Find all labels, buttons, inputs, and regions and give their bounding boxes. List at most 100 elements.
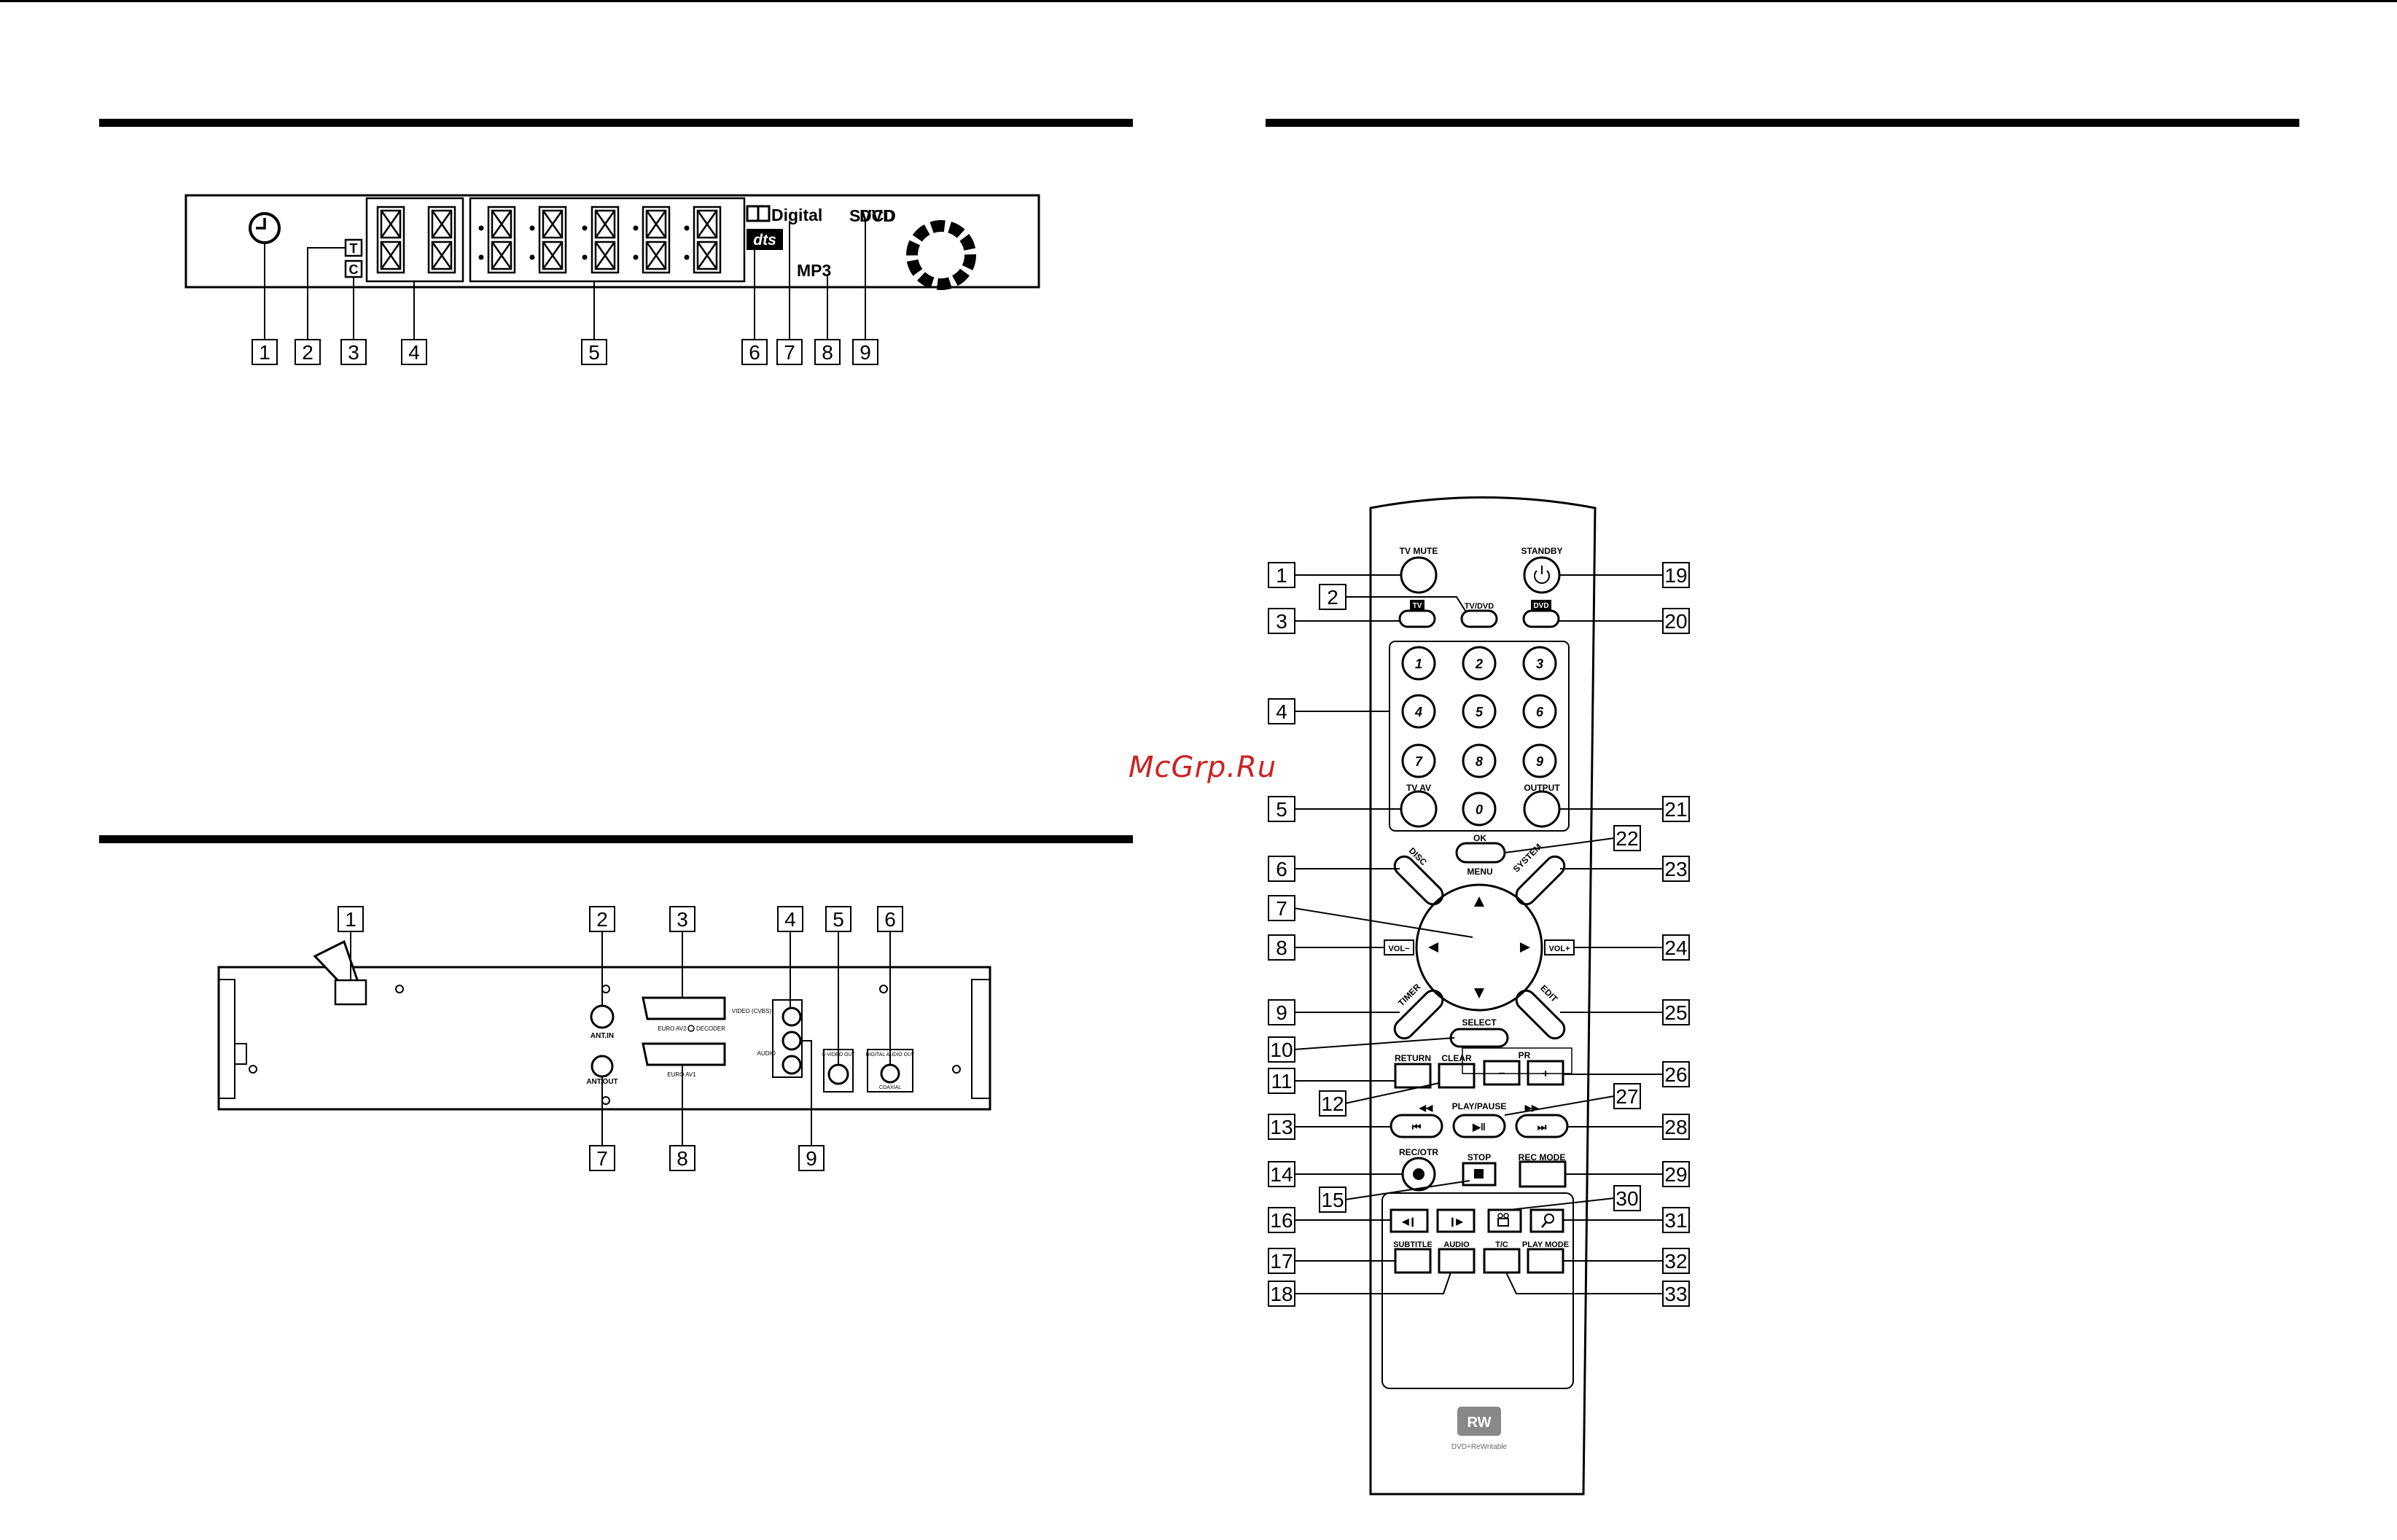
rear-callout-1-number: 1 [345,908,356,931]
stop-button[interactable] [1462,1162,1497,1187]
digit-0-button[interactable] [1462,792,1497,826]
rw-logo-badge [1457,1407,1501,1436]
rear-callout-2-number: 2 [596,908,608,931]
pr-plus-button[interactable] [1527,1060,1564,1086]
video-cvbs-label: VIDEO (CVBS) [732,1008,772,1015]
dvd-mode-button[interactable] [1522,609,1560,628]
slow-back-icon: ◀❙ [1401,1216,1416,1227]
remote-callout-1: 1 [1268,562,1295,588]
rec-mode-label: REC MODE [1519,1152,1566,1162]
coaxial-label: COAXIAL [879,1085,901,1090]
play-mode-label: PLAY MODE [1522,1240,1569,1249]
colon-dot [478,254,484,260]
angle-button[interactable] [1487,1208,1522,1233]
timer-label: TIMER [1396,982,1423,1009]
arrow-left-icon[interactable] [1428,942,1438,953]
pr-minus-label: − [1498,1068,1505,1080]
digit-9-button[interactable] [1522,743,1557,778]
display-callout-4-number: 4 [408,341,420,364]
remote-callout-33-number: 33 [1664,1283,1687,1305]
clear-button[interactable] [1438,1063,1476,1089]
digit-3-button[interactable] [1522,646,1557,681]
ok-menu-button[interactable] [1455,842,1506,864]
tv-mode-button[interactable] [1398,609,1436,628]
digit-8-button[interactable] [1462,743,1497,778]
play-mode-button[interactable] [1527,1248,1564,1274]
disc-label: DISC [1407,845,1429,867]
timer-button[interactable] [1391,987,1446,1042]
rear-callout-5-number: 5 [833,908,844,931]
remote-callout-25-number: 25 [1664,1001,1687,1024]
pr-minus-button[interactable] [1483,1060,1521,1086]
skip-forward-icon: ⏭ [1537,1121,1547,1133]
display-callout-9: 9 [852,339,878,365]
digit-6-label: 6 [1536,705,1544,719]
slow-forward-button[interactable] [1436,1208,1476,1233]
select-button[interactable] [1449,1028,1509,1048]
dolby-digital-icon [746,205,771,222]
play-pause-button[interactable] [1452,1114,1506,1138]
remote-callout-29: 29 [1662,1161,1690,1187]
remote-callout-16-number: 16 [1270,1209,1293,1232]
arrow-up-icon[interactable] [1474,896,1484,907]
digit-7-button[interactable] [1401,743,1436,778]
tv-mute-button[interactable] [1400,556,1438,594]
tv-av-button[interactable] [1400,790,1438,828]
arrow-right-icon[interactable] [1520,942,1530,953]
remote-callout-11: 11 [1268,1068,1295,1094]
digit-7-label: 7 [1415,754,1423,769]
remote-callouts: 1234567891011121314151617181920212223242… [1268,562,1690,1307]
audio-right-socket [782,1055,802,1075]
arrow-down-icon[interactable] [1474,988,1484,998]
pr-plus-label: + [1542,1068,1548,1080]
antenna-in-socket [590,1004,615,1029]
digit-8-label: 8 [1476,754,1483,769]
navigation-disc[interactable] [1415,883,1543,1012]
edit-button[interactable] [1513,987,1568,1042]
digit-2-button[interactable] [1462,646,1497,681]
display-callout-2-number: 2 [302,341,313,364]
tc-button[interactable] [1483,1248,1521,1274]
remote-callout-1-number: 1 [1276,564,1287,587]
rear-callout-6-number: 6 [884,908,896,931]
decoder-label: DECODER [696,1025,725,1032]
section-bar-rear [99,835,1133,843]
subtitle-button[interactable] [1394,1248,1432,1274]
rear-leaders [350,931,891,1146]
rec-mode-button[interactable] [1519,1160,1567,1188]
zoom-button[interactable] [1529,1208,1564,1233]
output-button[interactable] [1523,790,1561,828]
rear-callout-4-number: 4 [784,908,796,931]
coaxial-socket [880,1063,900,1084]
select-label: SELECT [1462,1017,1497,1028]
return-button[interactable] [1394,1063,1432,1089]
digit-4-button[interactable] [1401,694,1436,729]
standby-button[interactable] [1523,556,1561,594]
pr-frame [1462,1047,1572,1074]
disc-menu-button[interactable] [1391,853,1446,908]
audio-button[interactable] [1438,1248,1476,1274]
rear-callout-7-number: 7 [596,1147,608,1170]
display-callout-6-number: 6 [749,341,760,364]
colon-dot [529,254,535,260]
remote-callout-29-number: 29 [1664,1163,1687,1186]
play-pause-icon: ▶‖ [1472,1121,1486,1133]
system-menu-button[interactable] [1513,853,1568,908]
digit-5-button[interactable] [1462,694,1497,729]
scart-euro-av1 [642,1042,726,1066]
scart-euro-av2 [642,996,726,1020]
remote-callout-4-number: 4 [1276,700,1287,723]
tv-dvd-button[interactable] [1460,609,1498,628]
remote-callout-5-number: 5 [1276,798,1287,821]
remote-callout-7: 7 [1268,895,1295,921]
rec-otr-label: REC/OTR [1399,1147,1438,1157]
euro-av2-label: EURO AV2 [658,1025,687,1032]
remote-callout-13: 13 [1268,1114,1295,1140]
remote-callout-30-number: 30 [1615,1187,1638,1210]
digit-6-button[interactable] [1522,694,1557,729]
colon-dot [529,225,535,231]
digit-1-button[interactable] [1401,646,1436,681]
segment-digit-7 [693,206,722,274]
